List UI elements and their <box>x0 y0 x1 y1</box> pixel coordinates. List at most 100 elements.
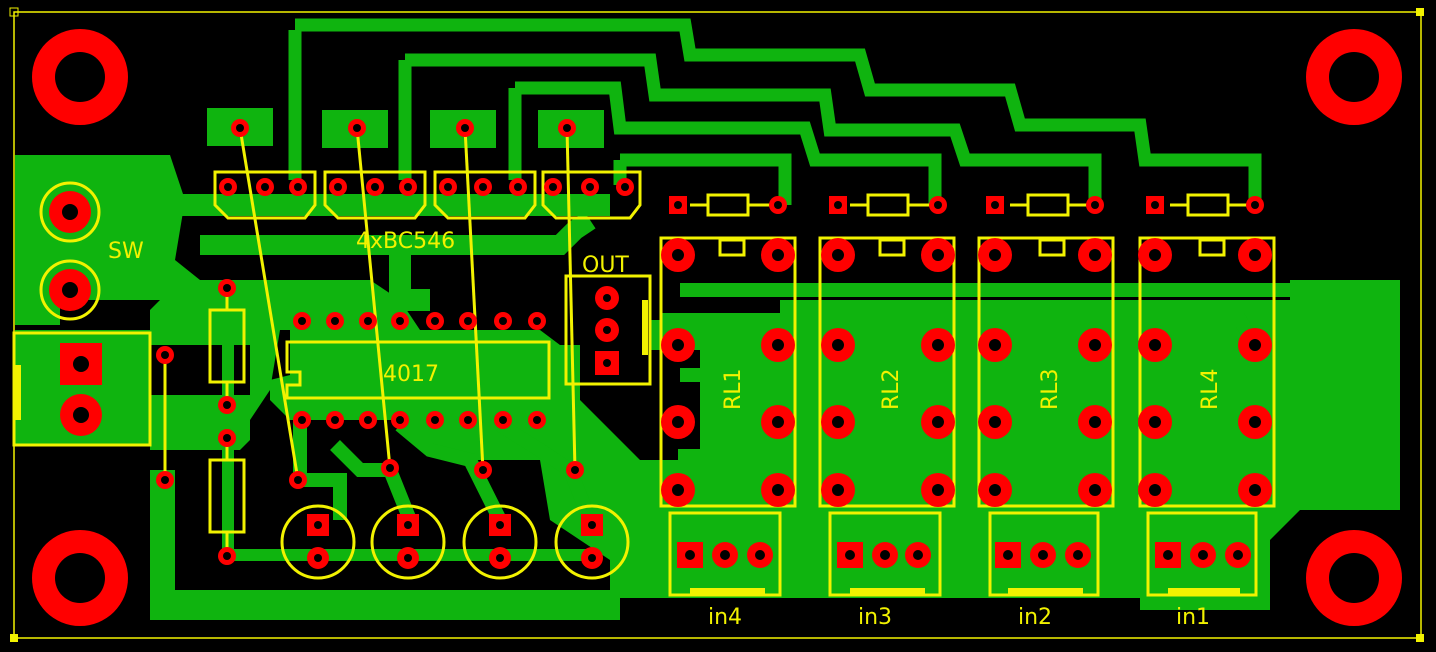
relay-pad-drill <box>1089 339 1101 351</box>
jumper-pad-drill <box>386 464 394 472</box>
ic-pad-drill <box>364 416 372 424</box>
relay-pad-drill <box>1089 416 1101 428</box>
relay-pad-drill <box>1149 416 1161 428</box>
ic-pad-drill <box>364 317 372 325</box>
transistor-pad-drill <box>586 183 594 191</box>
diode-pad-drill <box>834 201 842 209</box>
relay-pad-drill <box>672 249 684 261</box>
input-pad-drill <box>1003 550 1013 560</box>
mounting-holes <box>32 29 1402 626</box>
label-rl4: RL4 <box>1198 368 1223 410</box>
transistor-pad-drill <box>621 183 629 191</box>
label-out: OUT <box>582 253 629 278</box>
relay-pad-drill <box>772 416 784 428</box>
transistor-pad-drill <box>261 183 269 191</box>
out-pad-drill <box>603 359 611 367</box>
relay-pad-drill <box>989 484 1001 496</box>
diode-pad-drill <box>991 201 999 209</box>
ic-pad-drill <box>431 317 439 325</box>
label-in1: in1 <box>1176 605 1210 630</box>
jumper-pad-drill <box>461 124 469 132</box>
ic-pad-drill <box>298 317 306 325</box>
relay-pad-drill <box>932 416 944 428</box>
capacitor-pad-drill <box>314 521 322 529</box>
input-pad-drill <box>1073 550 1083 560</box>
relay-pad-drill <box>1149 249 1161 261</box>
ic-pad-drill <box>499 317 507 325</box>
label-rl2: RL2 <box>879 368 904 410</box>
relay-pad-drill <box>832 339 844 351</box>
relay-pad-drill <box>989 339 1001 351</box>
jumper-pad-drill <box>236 124 244 132</box>
resistor-pad-drill <box>161 476 169 484</box>
capacitor-pad-drill <box>588 554 596 562</box>
input-pad-drill <box>685 550 695 560</box>
relay-pad-drill <box>1089 484 1101 496</box>
relay-pad-drill <box>989 416 1001 428</box>
ic-pad-drill <box>533 416 541 424</box>
ic-pad-drill <box>298 416 306 424</box>
ic-pad-drill <box>464 317 472 325</box>
relay-pad-drill <box>832 416 844 428</box>
capacitor-pad-drill <box>404 554 412 562</box>
input-pad-drill <box>1038 550 1048 560</box>
jumper-pad-drill <box>563 124 571 132</box>
label-in2: in2 <box>1018 605 1052 630</box>
relay-pad-drill <box>1249 339 1261 351</box>
relay-pad-drill <box>832 249 844 261</box>
jumper-pad-drill <box>479 466 487 474</box>
relay-pad-drill <box>772 339 784 351</box>
input-pad-drill <box>845 550 855 560</box>
input-pad-drill <box>755 550 765 560</box>
transistor-pad-drill <box>549 183 557 191</box>
transistor-pad-drill <box>514 183 522 191</box>
ic-pad-drill <box>533 317 541 325</box>
capacitor-pad-drill <box>588 521 596 529</box>
relay-pad-drill <box>1149 484 1161 496</box>
input-pad-drill <box>913 550 923 560</box>
label-4017: 4017 <box>383 362 439 387</box>
relay-pads <box>661 238 1272 507</box>
label-transistors: 4xBC546 <box>356 229 455 254</box>
transistor-pad-drill <box>479 183 487 191</box>
relay-pad-drill <box>1249 416 1261 428</box>
relay-pad-drill <box>672 416 684 428</box>
label-sw: SW <box>108 239 144 264</box>
relay-pad-drill <box>1249 484 1261 496</box>
diode-pad-drill <box>674 201 682 209</box>
relay-pad-drill <box>989 249 1001 261</box>
ic-pad-drill <box>431 416 439 424</box>
label-in4: in4 <box>708 605 742 630</box>
ic-pad-drill <box>331 317 339 325</box>
resistor-pad-drill <box>161 351 169 359</box>
relay-pad-drill <box>932 339 944 351</box>
ic-pad-drill <box>499 416 507 424</box>
relay-pad-drill <box>932 484 944 496</box>
input-pad-drill <box>1233 550 1243 560</box>
ic-pad-drill <box>396 317 404 325</box>
relay-pad-drill <box>932 249 944 261</box>
capacitor-pad-drill <box>496 554 504 562</box>
resistor-pad-drill <box>223 434 231 442</box>
input-pad-drill <box>1198 550 1208 560</box>
ic-pad-drill <box>396 416 404 424</box>
jumper-pad-drill <box>353 124 361 132</box>
relay-pad-drill <box>1089 249 1101 261</box>
jumper-pad-drill <box>294 476 302 484</box>
ic-pad-drill <box>331 416 339 424</box>
transistor-pad-drill <box>404 183 412 191</box>
jumper-pad-drill <box>571 466 579 474</box>
ic-pad-drill <box>464 416 472 424</box>
transistor-pad-drill <box>371 183 379 191</box>
diode-pad-drill <box>774 201 782 209</box>
silkscreen-text: SW 4xBC546 OUT 4017 RL1 RL2 RL3 RL4 in4 … <box>108 229 1223 630</box>
diode-pad-drill <box>1151 201 1159 209</box>
board-outline <box>13 11 1422 639</box>
resistor-pad-drill <box>223 552 231 560</box>
out-pad-drill <box>603 326 611 334</box>
input-pad-drill <box>1163 550 1173 560</box>
relay-pad-drill <box>1249 249 1261 261</box>
out-pad-drill <box>603 294 611 302</box>
diode-pad-drill <box>934 201 942 209</box>
